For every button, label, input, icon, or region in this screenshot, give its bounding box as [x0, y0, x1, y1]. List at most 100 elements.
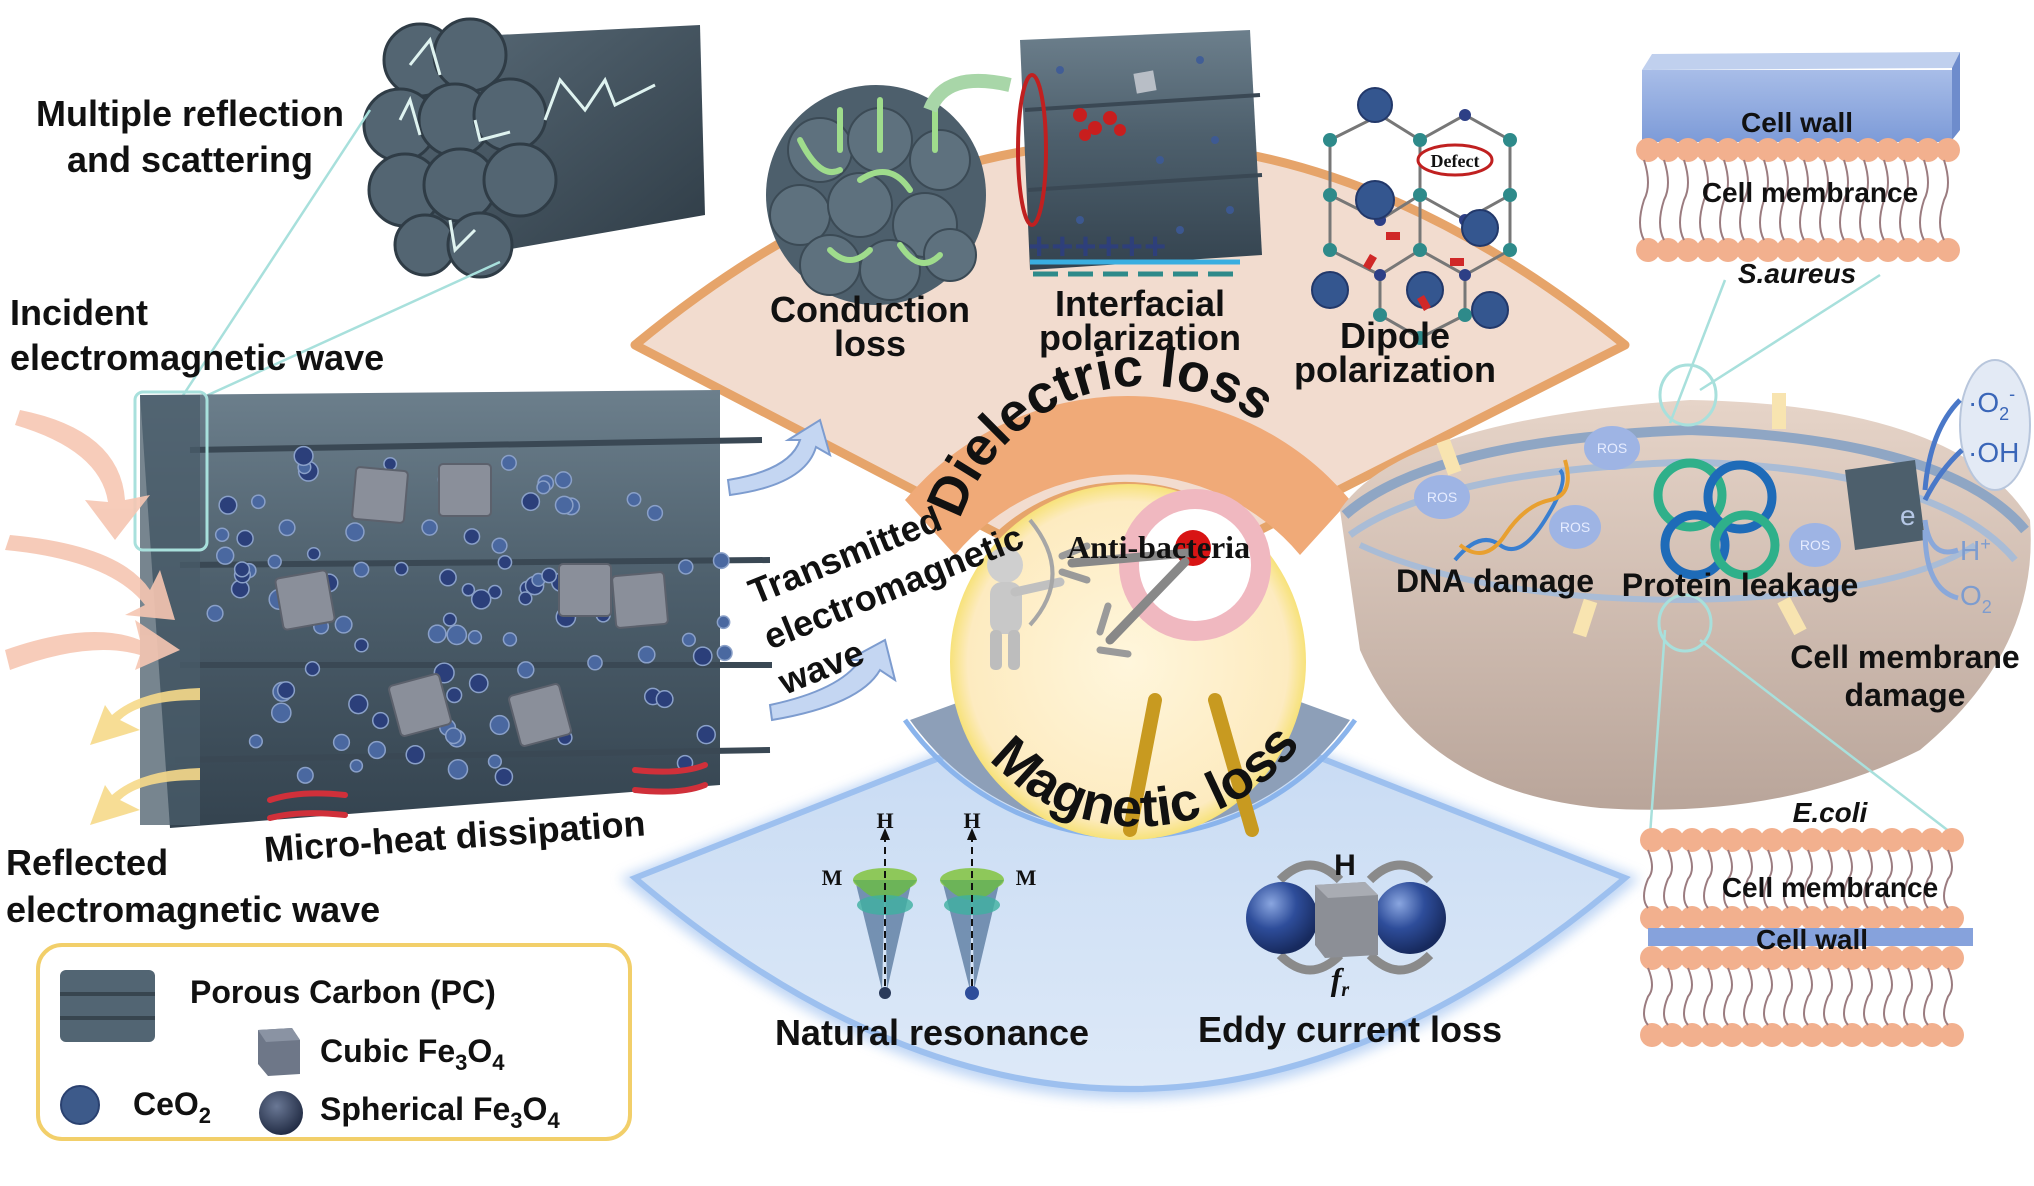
lipid-head [1760, 1023, 1784, 1047]
zoom-region-marker[interactable] [133, 390, 209, 552]
lipid-tail [1683, 967, 1693, 1026]
transmitted-wave-arrows [726, 418, 897, 722]
dipole-polarization-label: Dipole polarization [1294, 315, 1496, 390]
nanoparticle [442, 612, 457, 627]
lipid-tail [1823, 967, 1833, 1026]
lipid-head [1640, 906, 1664, 930]
lipid-head [1740, 906, 1764, 930]
svg-text:Cell wall: Cell wall [1756, 924, 1868, 955]
nanoparticle [491, 537, 508, 554]
svg-text:damage: damage [1845, 677, 1966, 713]
lipid-head [1696, 138, 1720, 162]
lipid-head [1780, 828, 1804, 852]
svg-text:ROS: ROS [1800, 537, 1830, 553]
lipid-head [1920, 828, 1944, 852]
svg-text:polarization: polarization [1294, 349, 1496, 390]
lipid-tail [1739, 159, 1749, 241]
arrow-icon [1058, 542, 1193, 584]
svg-text:Reflected: Reflected [6, 842, 168, 883]
lattice-atoms [1311, 87, 1517, 345]
nanoparticle [655, 690, 674, 709]
lipid-tail [1859, 159, 1869, 241]
lipid-head [1856, 238, 1880, 262]
lipid-head [1776, 238, 1800, 262]
lipid-head [1756, 238, 1780, 262]
lipid-tail [1823, 849, 1833, 909]
lipid-head [1680, 906, 1704, 930]
nanoparticle [696, 724, 716, 745]
legend-box: Porous Carbon (PC) Cubic Fe3O4 CeO2 Sphe… [36, 943, 632, 1141]
lipid-tail [1723, 967, 1733, 1026]
lipid-tail [1679, 159, 1689, 241]
lipid-head [1860, 946, 1884, 970]
nanoparticle [489, 714, 510, 736]
nanoparticle [218, 495, 238, 515]
svg-text:O2: O2 [1960, 580, 1992, 617]
lipid-tail [1899, 159, 1909, 241]
lipid-tail [1639, 159, 1649, 241]
cubic-fe3o4-particle [438, 463, 492, 517]
cubic-fe3o4-particle [558, 563, 612, 617]
lipid-head [1876, 238, 1900, 262]
s-aureus-membrane: Cell wall Cell membrance S.aureus [1636, 52, 1960, 289]
lipid-tail [1779, 159, 1789, 241]
lipid-tail [1819, 159, 1829, 241]
nanoparticle [712, 552, 730, 570]
lipid-tail [1923, 967, 1933, 1026]
nanoparticle [206, 604, 224, 622]
lipid-tail [1783, 967, 1793, 1026]
cell-membrane-damage-label: Cell membrane damage [1790, 639, 2019, 713]
lipid-head [1696, 238, 1720, 262]
lipid-tail [1683, 849, 1693, 909]
nanoparticle [692, 646, 713, 667]
defect-label: Defect [1431, 151, 1480, 171]
nanoparticle [463, 528, 481, 545]
lipid-tail [1663, 849, 1673, 909]
lipid-head [1836, 238, 1860, 262]
svg-text:electromagnetic wave: electromagnetic wave [10, 337, 384, 378]
lipid-tail [1863, 849, 1873, 909]
nanoparticle [587, 654, 603, 671]
lipid-tail [1703, 967, 1713, 1026]
lipid-head [1840, 1023, 1864, 1047]
svg-text:Incident: Incident [10, 292, 148, 333]
nanoparticle [296, 766, 314, 784]
spherical-fe3o4-icon [259, 1091, 303, 1135]
callout-line [1699, 273, 1881, 392]
conduction-loss-label: Conduction loss [770, 289, 970, 364]
lipid-head [1880, 828, 1904, 852]
lipid-tail [1939, 159, 1949, 241]
nanoparticle [383, 456, 398, 471]
nanoparticle [293, 445, 314, 467]
lipid-head [1936, 238, 1960, 262]
legend-label-ceo2: CeO2 [133, 1086, 211, 1128]
nanoparticle [517, 661, 535, 679]
nanoparticle [447, 759, 469, 780]
magnetic-loss-fan [620, 700, 1640, 1099]
ros-species-bubble [1959, 359, 2031, 491]
svg-text:loss: loss [834, 323, 906, 364]
lipid-head [1780, 906, 1804, 930]
svg-text:and scattering: and scattering [67, 139, 313, 180]
svg-text:Interfacial: Interfacial [1055, 283, 1225, 324]
lipid-head [1816, 138, 1840, 162]
lipid-tail [1759, 159, 1769, 241]
lipid-head [1936, 138, 1960, 162]
lipid-head [1636, 138, 1660, 162]
natural-resonance-illustration: H M H M [822, 808, 1037, 1000]
lipid-head [1636, 238, 1660, 262]
lipid-head [1676, 138, 1700, 162]
lipid-head [1880, 1023, 1904, 1047]
nanoparticle [487, 584, 503, 600]
nanoparticle [502, 632, 518, 647]
lipid-tail [1863, 967, 1873, 1026]
nanoparticle [371, 711, 390, 730]
lipid-head [1896, 238, 1920, 262]
lipid-tail [1943, 967, 1953, 1026]
incident-wave-label: Incident electromagnetic wave [10, 292, 384, 378]
nanoparticle [446, 624, 468, 646]
dielectric-band [905, 395, 1350, 555]
nanoparticle [500, 454, 517, 471]
nanoparticle [467, 630, 483, 645]
lipid-head [1676, 238, 1700, 262]
